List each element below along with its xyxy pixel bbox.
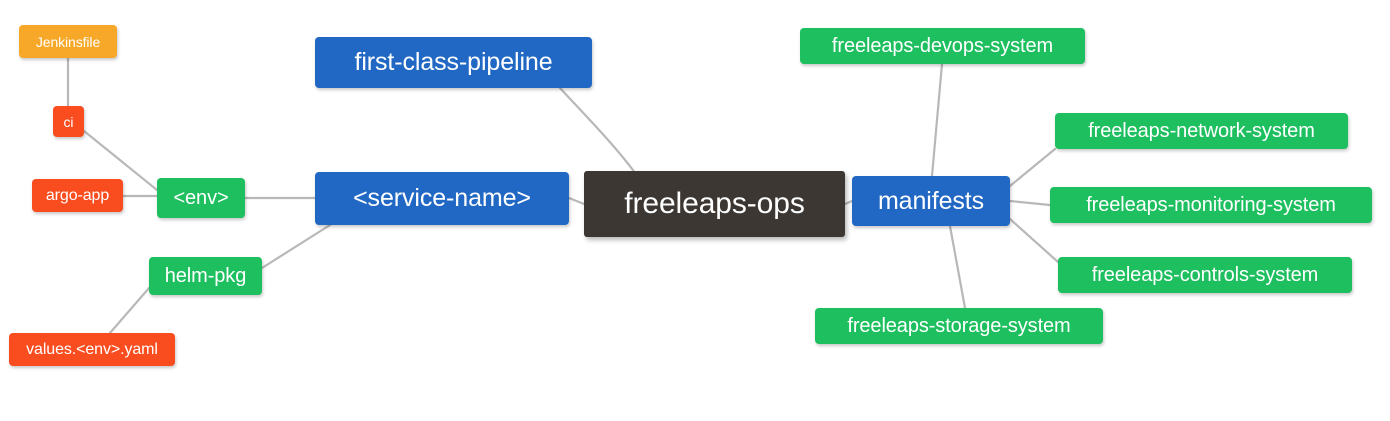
edge-freeleaps-ops-to-first-class-pipeline (558, 86, 642, 182)
node-freeleaps-devops-system[interactable]: freeleaps-devops-system (800, 28, 1085, 64)
edge-freeleaps-ops-to-service-name (567, 196, 586, 206)
node-label-freeleaps-storage-system: freeleaps-storage-system (847, 315, 1071, 337)
node-label-helm-pkg: helm-pkg (164, 265, 247, 287)
edge-manifests-to-freeleaps-storage-system (948, 224, 967, 310)
node-values-env-yaml[interactable]: values.<env>.yaml (9, 333, 175, 366)
node-label-freeleaps-devops-system: freeleaps-devops-system (831, 35, 1054, 57)
node-jenkinsfile[interactable]: Jenkinsfile (19, 25, 117, 58)
edge-freeleaps-ops-to-manifests (843, 199, 854, 206)
node-label-jenkinsfile: Jenkinsfile (35, 33, 101, 50)
node-freeleaps-network-system[interactable]: freeleaps-network-system (1055, 113, 1348, 149)
node-service-name[interactable]: <service-name> (315, 172, 569, 225)
edge-helm-pkg-to-values-env-yaml (108, 286, 151, 335)
node-argo-app[interactable]: argo-app (32, 179, 123, 212)
node-label-manifests: manifests (877, 186, 985, 215)
node-label-env: <env> (173, 187, 229, 209)
node-label-argo-app: argo-app (45, 186, 110, 204)
node-first-class-pipeline[interactable]: first-class-pipeline (315, 37, 592, 88)
edge-manifests-to-freeleaps-monitoring-system (1008, 199, 1052, 207)
node-label-freeleaps-network-system: freeleaps-network-system (1088, 120, 1315, 142)
node-helm-pkg[interactable]: helm-pkg (149, 257, 262, 295)
node-freeleaps-ops[interactable]: freeleaps-ops (584, 171, 845, 237)
node-env[interactable]: <env> (157, 178, 245, 218)
node-freeleaps-controls-system[interactable]: freeleaps-controls-system (1058, 257, 1352, 293)
node-label-freeleaps-ops: freeleaps-ops (624, 187, 805, 220)
edge-manifests-to-freeleaps-network-system (1008, 147, 1057, 188)
node-label-ci: ci (63, 113, 74, 130)
edge-manifests-to-freeleaps-devops-system (930, 62, 944, 178)
node-freeleaps-storage-system[interactable]: freeleaps-storage-system (815, 308, 1103, 344)
node-label-values-env-yaml: values.<env>.yaml (26, 340, 158, 358)
node-freeleaps-monitoring-system[interactable]: freeleaps-monitoring-system (1050, 187, 1372, 223)
node-label-first-class-pipeline: first-class-pipeline (354, 48, 553, 76)
edge-service-name-to-helm-pkg (260, 223, 332, 270)
node-ci[interactable]: ci (53, 106, 84, 137)
node-manifests[interactable]: manifests (852, 176, 1010, 226)
node-label-freeleaps-controls-system: freeleaps-controls-system (1091, 264, 1319, 286)
edge-manifests-to-freeleaps-controls-system (1008, 217, 1060, 264)
node-label-service-name: <service-name> (353, 184, 531, 212)
node-label-freeleaps-monitoring-system: freeleaps-monitoring-system (1086, 194, 1336, 216)
